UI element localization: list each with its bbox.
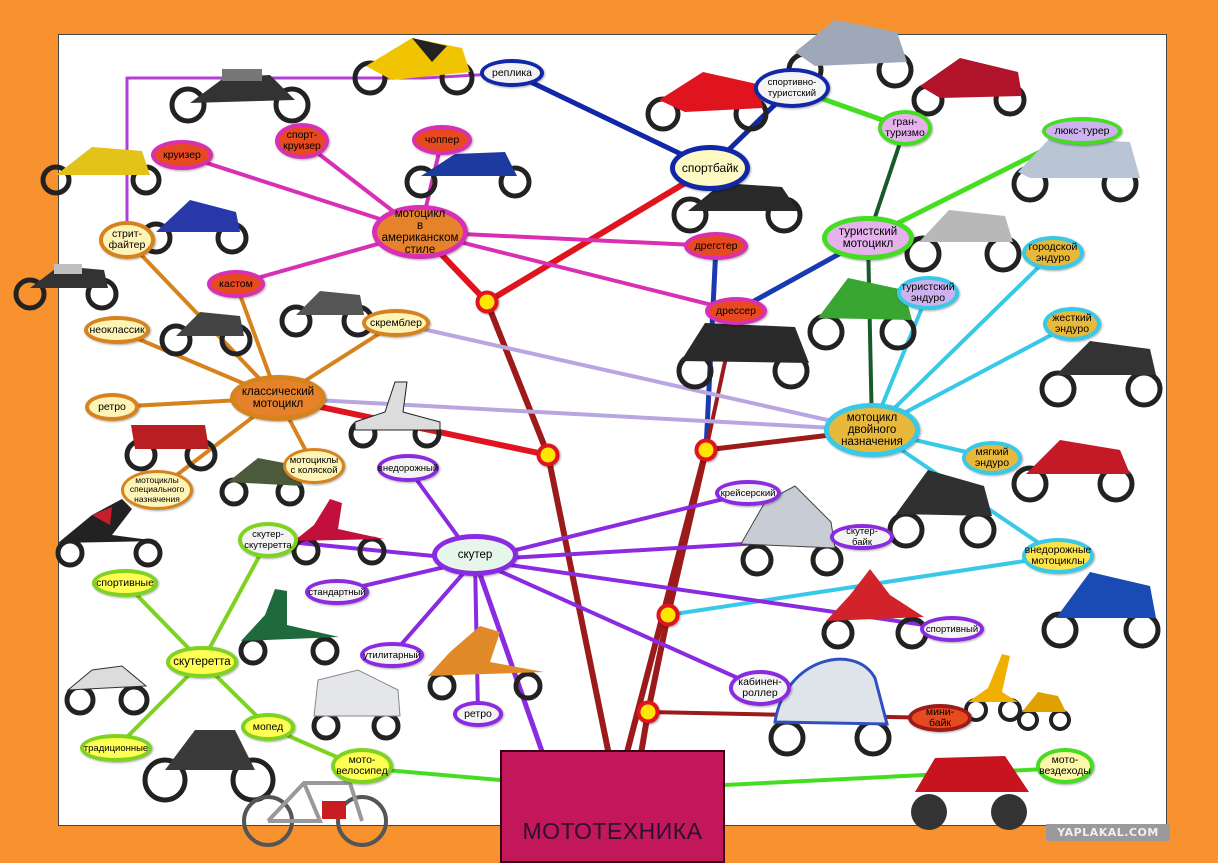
node-dual-purpose[interactable]: мотоцикл двойного назначения bbox=[824, 403, 920, 457]
node-lux-tourer[interactable]: люкс-турер bbox=[1042, 117, 1122, 145]
junction-offroad bbox=[656, 603, 680, 627]
node-traditional[interactable]: традиционные bbox=[80, 734, 152, 762]
node-dresser[interactable]: дрессер bbox=[705, 297, 767, 325]
node-scrambler[interactable]: скремблер bbox=[362, 309, 430, 337]
node-moto-bicycle[interactable]: мото- велосипед bbox=[331, 748, 393, 784]
node-dragster[interactable]: дрегстер bbox=[684, 232, 748, 260]
node-utility[interactable]: утилитарный bbox=[360, 642, 424, 668]
node-retro-classic[interactable]: ретро bbox=[85, 393, 139, 421]
junction-minibike bbox=[636, 700, 660, 724]
node-classic[interactable]: классический мотоцикл bbox=[230, 375, 326, 421]
node-soft-enduro[interactable]: мягкий эндуро bbox=[962, 441, 1022, 475]
node-mini-bike[interactable]: мини-байк bbox=[908, 704, 972, 732]
node-custom[interactable]: кастом bbox=[207, 270, 265, 298]
node-sport-scooter[interactable]: спортивный bbox=[920, 616, 984, 642]
node-hard-enduro[interactable]: жесткий эндуро bbox=[1043, 307, 1101, 341]
node-sport-scooterette[interactable]: спортивные bbox=[92, 569, 158, 597]
node-scooter-bike[interactable]: скутер-байк bbox=[830, 524, 894, 550]
node-offroad-scooter[interactable]: внедорожный bbox=[377, 454, 439, 482]
node-sportbike[interactable]: спортбайк bbox=[670, 145, 750, 191]
node-gran-turismo[interactable]: гран- туризмо bbox=[878, 110, 932, 146]
diagram-panel bbox=[58, 34, 1167, 826]
node-cruiser[interactable]: круизер bbox=[151, 140, 213, 170]
node-tourist-enduro[interactable]: туристский эндуро bbox=[897, 276, 959, 310]
node-moped[interactable]: мопед bbox=[241, 713, 295, 741]
junction-classic bbox=[536, 443, 560, 467]
node-chopper[interactable]: чоппер bbox=[412, 125, 472, 155]
node-city-enduro[interactable]: городской эндуро bbox=[1022, 236, 1084, 270]
junction-dual bbox=[694, 438, 718, 462]
node-cruiser-scooter[interactable]: крейсерский bbox=[715, 480, 781, 506]
root-label: МОТОТЕХНИКА bbox=[522, 818, 703, 844]
junction-sport bbox=[475, 290, 499, 314]
node-special[interactable]: мотоциклы специального назначения bbox=[121, 470, 193, 510]
node-american[interactable]: мотоцикл в американском стиле bbox=[372, 205, 468, 259]
root-box[interactable]: МОТОТЕХНИКА bbox=[500, 750, 725, 863]
node-sport-cruiser[interactable]: спорт- круизер bbox=[275, 123, 329, 159]
node-standard[interactable]: стандартный bbox=[305, 579, 369, 605]
node-scooter[interactable]: скутер bbox=[432, 534, 518, 576]
node-sidecar[interactable]: мотоциклы с коляской bbox=[283, 448, 345, 484]
node-cabin-roller[interactable]: кабинен- роллер bbox=[729, 670, 791, 706]
node-tourist-moto[interactable]: туристский мотоцикл bbox=[822, 216, 914, 260]
watermark: YAPLAKAL.COM bbox=[1046, 824, 1170, 841]
node-replica[interactable]: реплика bbox=[480, 59, 544, 87]
node-streetfighter[interactable]: стрит- файтер bbox=[99, 221, 155, 259]
node-sport-tourist[interactable]: спортивно- туристский bbox=[754, 68, 830, 108]
node-offroad-moto[interactable]: внедорожные мотоциклы bbox=[1022, 538, 1094, 574]
node-atv[interactable]: мото- вездеходы bbox=[1036, 748, 1094, 784]
node-scooter-scooterette[interactable]: скутер- скутеретта bbox=[238, 522, 298, 558]
node-neoclassic[interactable]: неоклассик bbox=[84, 316, 150, 344]
node-retro-scooter[interactable]: ретро bbox=[453, 701, 503, 727]
node-scooterette[interactable]: скутеретта bbox=[166, 646, 238, 678]
